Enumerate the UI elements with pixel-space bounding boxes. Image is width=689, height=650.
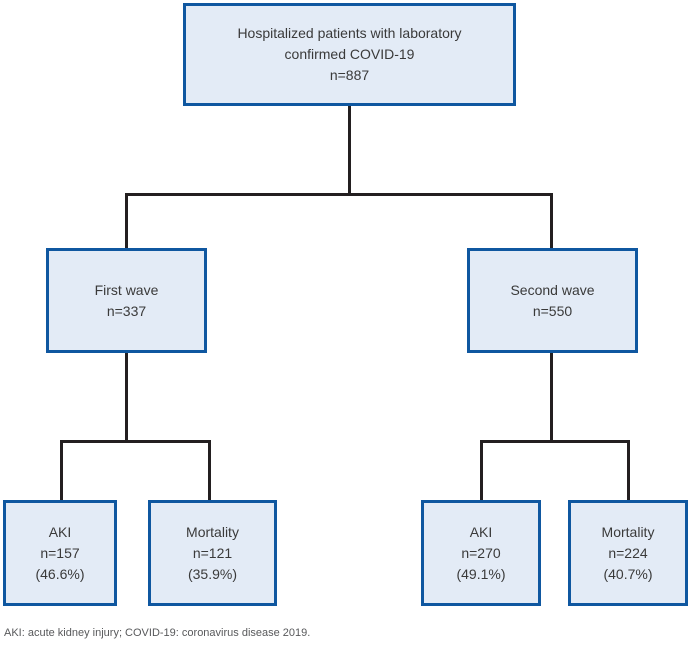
connector-second-wave-stem	[550, 352, 553, 442]
box-second-wave-mortality-count: n=224	[608, 544, 648, 561]
figure-footnote: AKI: acute kidney injury; COVID-19: coro…	[4, 627, 311, 639]
box-root-line2: confirmed COVID-19	[284, 46, 415, 62]
box-first-wave: First wave n=337	[46, 248, 207, 353]
box-first-wave-mortality: Mortality n=121 (35.9%)	[148, 500, 277, 606]
box-first-wave-mortality-count: n=121	[192, 544, 233, 561]
box-first-wave-aki-label: AKI	[48, 523, 72, 540]
connector-second-wave-drop-mortality	[627, 440, 630, 500]
connector-first-wave-drop-mortality	[208, 440, 211, 500]
box-second-wave-aki-count: n=270	[461, 544, 501, 561]
box-first-wave-aki-percent: (46.6%)	[35, 565, 85, 582]
connector-root-stem	[348, 105, 351, 195]
box-second-wave-aki: AKI n=270 (49.1%)	[421, 500, 541, 606]
connector-tier1-hbar	[125, 193, 553, 196]
box-second-wave-mortality-percent: (40.7%)	[603, 565, 653, 582]
box-second-wave-mortality: Mortality n=224 (40.7%)	[568, 500, 688, 606]
box-root-line1: Hospitalized patients with laboratory	[237, 25, 462, 41]
box-first-wave-aki-count: n=157	[40, 544, 80, 561]
box-first-wave-mortality-label: Mortality	[186, 523, 239, 540]
connector-second-wave-hbar	[480, 440, 630, 443]
box-first-wave-aki: AKI n=157 (46.6%)	[3, 500, 117, 606]
box-second-wave-aki-percent: (49.1%)	[456, 565, 506, 582]
box-second-wave-label: Second wave	[510, 281, 595, 298]
box-first-wave-label: First wave	[94, 281, 159, 298]
box-second-wave-mortality-label: Mortality	[601, 523, 655, 540]
box-first-wave-count: n=337	[106, 302, 147, 319]
connector-tier1-drop-second-wave	[550, 193, 553, 248]
box-second-wave-aki-label: AKI	[469, 523, 493, 540]
connector-second-wave-drop-aki	[480, 440, 483, 500]
box-second-wave-count: n=550	[532, 302, 573, 319]
connector-first-wave-stem	[125, 352, 128, 442]
connector-first-wave-drop-aki	[60, 440, 63, 500]
box-root-count: n=887	[329, 67, 370, 83]
connector-tier1-drop-first-wave	[125, 193, 128, 248]
box-first-wave-mortality-percent: (35.9%)	[187, 565, 238, 582]
box-root-population: Hospitalized patients with laboratory co…	[183, 3, 516, 106]
connector-first-wave-hbar	[60, 440, 211, 443]
box-second-wave: Second wave n=550	[467, 248, 638, 353]
